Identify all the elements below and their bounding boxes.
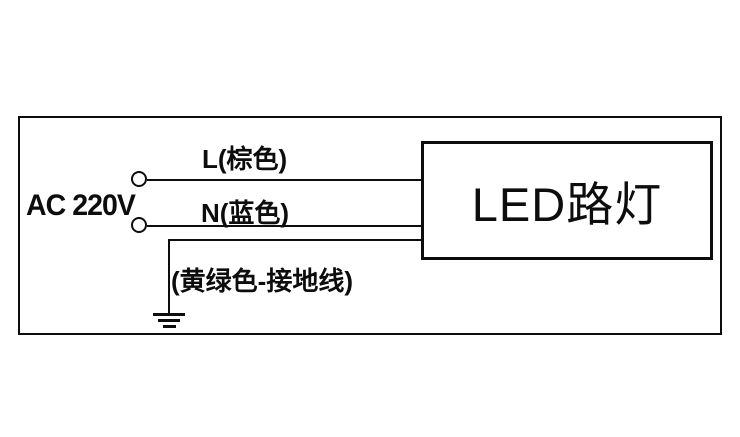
neutral-wire-label: N(蓝色)	[201, 198, 290, 228]
led-lamp-label: LED路灯	[471, 178, 663, 231]
ground-wire-vertical-line	[168, 239, 170, 315]
live-wire-label: L(棕色)	[202, 144, 288, 174]
terminal-circle-live	[131, 171, 147, 187]
terminal-circle-neutral	[131, 217, 147, 233]
live-wire-line	[147, 179, 421, 181]
diagram-border	[18, 116, 722, 335]
ground-wire-label: (黄绿色-接地线)	[171, 266, 353, 296]
led-lamp-box: LED路灯	[421, 141, 713, 260]
ground-wire-horizontal-line	[168, 239, 421, 241]
neutral-wire-line	[147, 225, 421, 227]
ground-icon-bar-middle	[158, 319, 180, 322]
power-source-label: AC 220V	[26, 189, 136, 222]
ground-icon-bar-bottom	[163, 325, 176, 328]
ground-icon-bar-top	[153, 313, 185, 316]
